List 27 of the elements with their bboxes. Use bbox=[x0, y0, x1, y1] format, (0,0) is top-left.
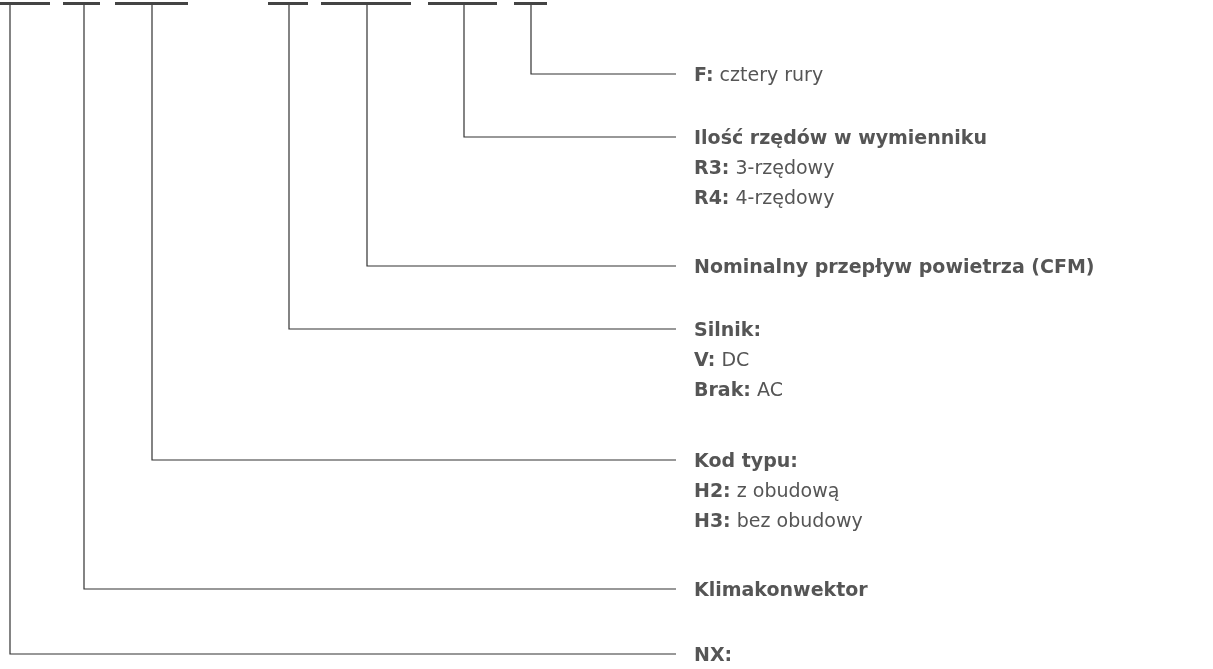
option-text: V: DC bbox=[694, 347, 751, 372]
option-text: F: cztery rury bbox=[694, 62, 824, 87]
option-text: H3: bez obudowy bbox=[694, 508, 863, 533]
option-text: Brak: AC bbox=[694, 377, 783, 402]
leader-line bbox=[530, 4, 677, 75]
code-underline bbox=[63, 2, 100, 5]
leader-line bbox=[9, 4, 677, 655]
option-text: R4: 4-rzędowy bbox=[694, 185, 836, 210]
code-underline bbox=[0, 2, 50, 5]
field-heading: Nominalny przepływ powietrza (CFM) bbox=[694, 254, 1095, 279]
option-text: R3: 3-rzędowy bbox=[694, 155, 836, 180]
field-heading: Silnik: bbox=[694, 317, 762, 342]
code-underline bbox=[115, 2, 188, 5]
leader-line bbox=[83, 4, 677, 590]
code-underline bbox=[321, 2, 411, 5]
code-underline bbox=[514, 2, 547, 5]
leader-line bbox=[463, 4, 677, 138]
leader-line bbox=[288, 4, 677, 330]
field-heading: Ilość rzędów w wymienniku bbox=[694, 125, 987, 150]
code-underline bbox=[268, 2, 308, 5]
code-underline bbox=[428, 2, 497, 5]
field-heading: Kod typu: bbox=[694, 448, 799, 473]
option-text: H2: z obudową bbox=[694, 478, 841, 503]
leader-line bbox=[366, 4, 677, 267]
field-heading: Klimakonwektor bbox=[694, 577, 868, 602]
leader-line bbox=[151, 4, 677, 461]
option-text: NX: bbox=[694, 642, 733, 667]
